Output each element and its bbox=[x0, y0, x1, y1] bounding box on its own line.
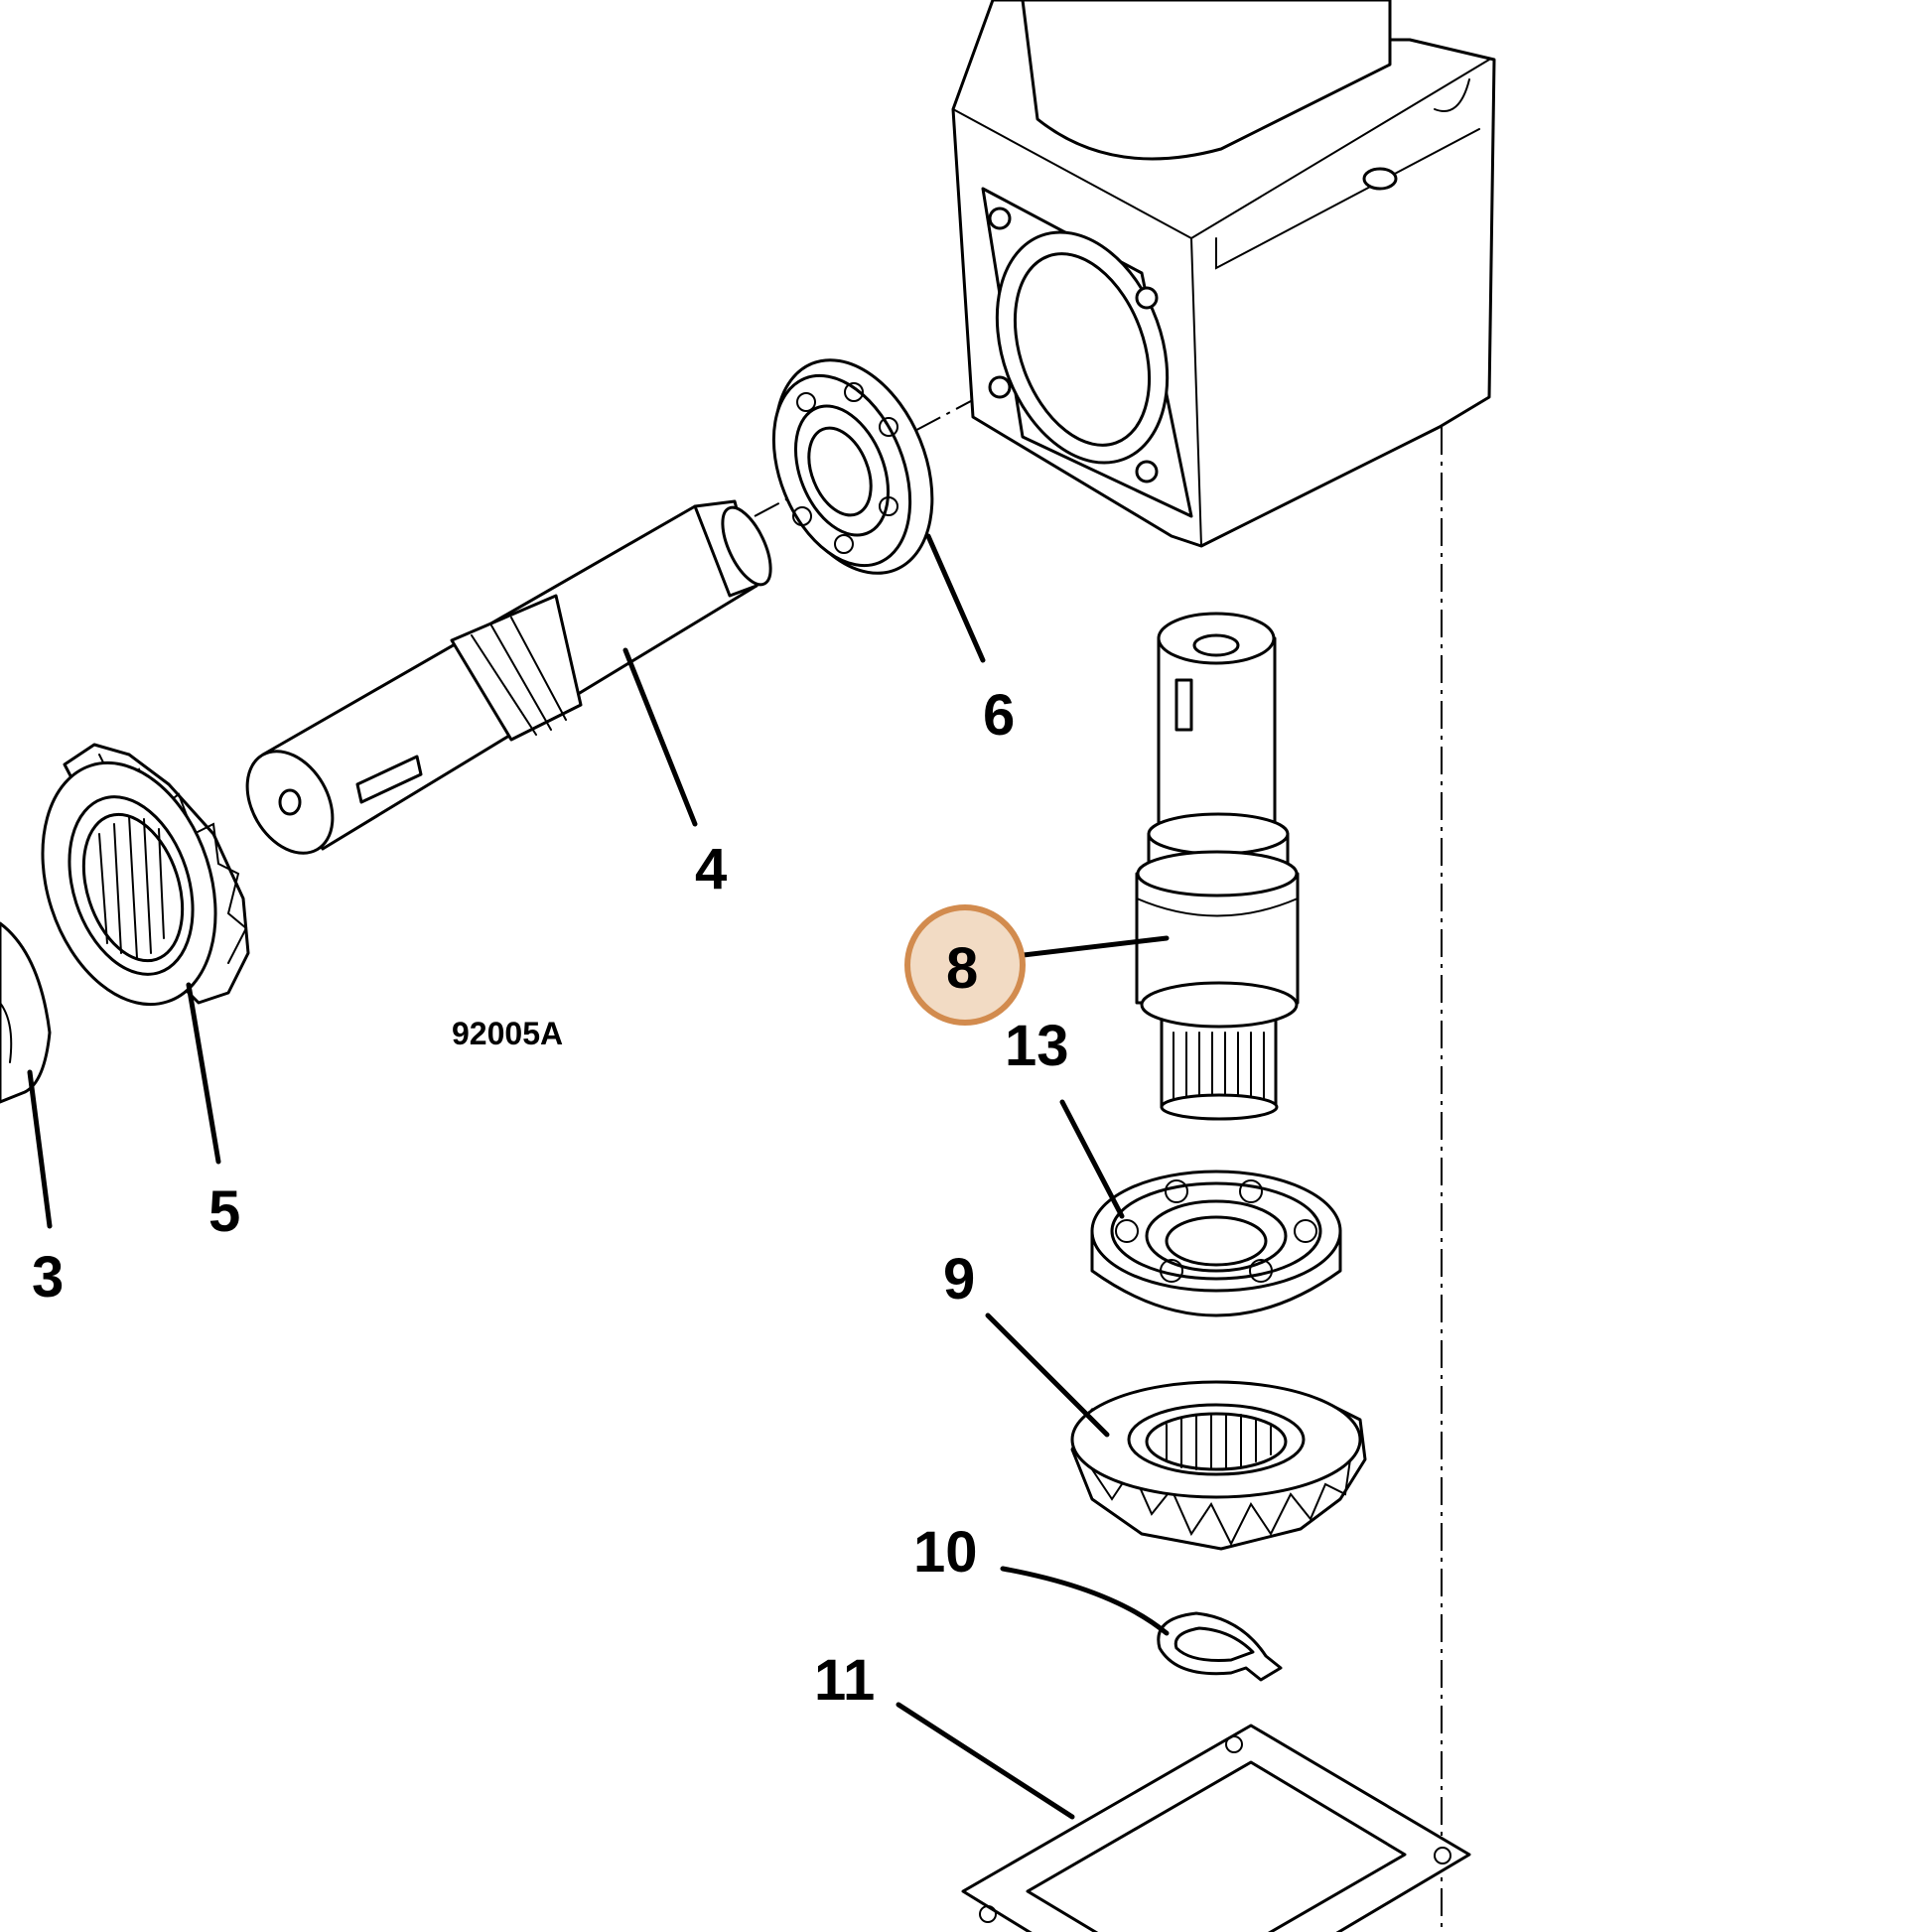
drawing-number: 92005A bbox=[452, 1016, 563, 1051]
housing-bolt-hole bbox=[1362, 167, 1398, 191]
callout-10[interactable]: 10 bbox=[913, 1520, 978, 1585]
flange-bolt-hole bbox=[1135, 460, 1159, 483]
callout-8[interactable]: 8 bbox=[946, 936, 978, 1001]
leader-line-13 bbox=[1059, 1099, 1125, 1219]
callout-3[interactable]: 3 bbox=[32, 1245, 64, 1310]
leader-line-10 bbox=[1000, 1566, 1170, 1636]
leader-line-3 bbox=[27, 1069, 53, 1229]
gasket-bolt-hole bbox=[1225, 1735, 1243, 1753]
gearbox-housing bbox=[951, 0, 1496, 548]
bevel-gear-part-5 bbox=[41, 743, 250, 1007]
bearing-part-13 bbox=[1090, 1170, 1342, 1317]
flange-bolt-hole bbox=[988, 375, 1012, 399]
gasket-bolt-hole bbox=[979, 1905, 997, 1923]
flange-bolt-hole bbox=[1135, 286, 1159, 310]
shaft-part-4 bbox=[245, 499, 772, 855]
leader-line-8 bbox=[995, 935, 1170, 961]
ring-part-3 bbox=[0, 921, 52, 1104]
callout-6[interactable]: 6 bbox=[983, 683, 1015, 748]
callout-13[interactable]: 13 bbox=[1005, 1014, 1069, 1078]
gasket-part-11 bbox=[961, 1724, 1471, 1932]
pinion-shaft-part-8 bbox=[1135, 612, 1300, 1121]
callout-5[interactable]: 5 bbox=[208, 1179, 240, 1244]
flange-bolt-hole bbox=[988, 207, 1012, 230]
callout-11[interactable]: 11 bbox=[814, 1648, 875, 1713]
callout-9[interactable]: 9 bbox=[943, 1247, 975, 1311]
callout-4[interactable]: 4 bbox=[695, 837, 727, 901]
housing-bore-inner bbox=[1013, 252, 1152, 447]
gasket-bolt-hole bbox=[1434, 1847, 1451, 1864]
leader-line-4 bbox=[622, 647, 698, 827]
leader-line-5 bbox=[186, 982, 221, 1165]
leader-line-6 bbox=[925, 533, 986, 663]
leader-line-9 bbox=[985, 1312, 1110, 1438]
bearing-part-6 bbox=[771, 358, 934, 575]
snap-ring-part-10 bbox=[1157, 1611, 1283, 1682]
bevel-gear-part-9 bbox=[1070, 1380, 1367, 1551]
highlight-circle-8[interactable] bbox=[904, 904, 1026, 1026]
leader-line-11 bbox=[896, 1702, 1075, 1820]
